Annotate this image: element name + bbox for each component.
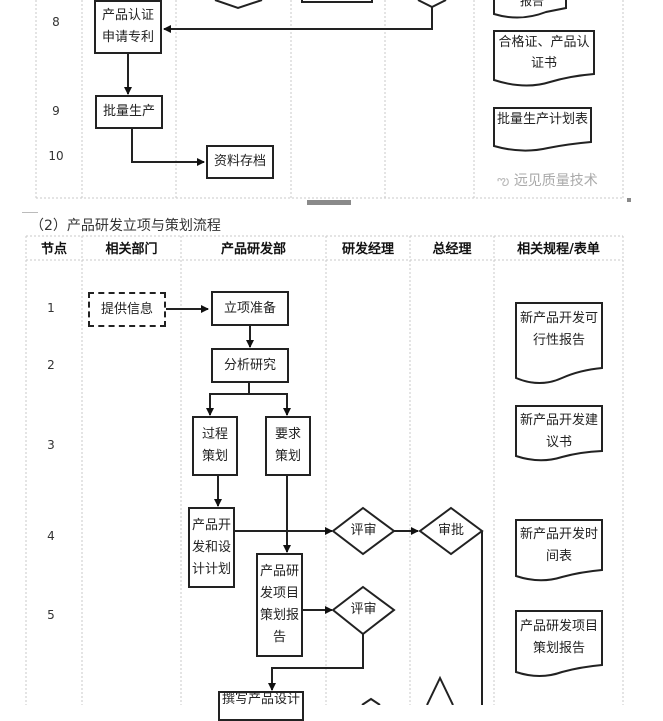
node-number: 4 bbox=[47, 529, 55, 543]
form-label: 新产品开发时 bbox=[519, 527, 598, 542]
header-node: 节点 bbox=[40, 242, 67, 257]
form-partial-label: 报告 bbox=[519, 0, 544, 8]
connector-review2-next bbox=[268, 634, 364, 691]
header-rd-dept: 产品研发部 bbox=[220, 242, 286, 257]
top-table-grid bbox=[35, 0, 624, 199]
step-label: 计计划 bbox=[191, 561, 231, 577]
node-number: 9 bbox=[52, 104, 60, 118]
step-archive: 资料存档 bbox=[206, 145, 274, 179]
header-related-dept: 相关部门 bbox=[105, 242, 158, 257]
step-label: 资料存档 bbox=[213, 154, 266, 169]
document-proposal bbox=[515, 405, 603, 462]
triangle-partial bbox=[426, 675, 454, 705]
node-number: 10 bbox=[48, 149, 64, 163]
connector-analysis-requirement bbox=[249, 393, 291, 416]
step-label: 批量生产 bbox=[102, 104, 155, 119]
decision-review-1 bbox=[331, 506, 396, 556]
form-label: 新产品开发建 bbox=[519, 413, 598, 428]
flowchart-canvas bbox=[25, 0, 624, 705]
step-analysis: 分析研究 bbox=[211, 348, 289, 383]
section-title: （2）产品研发立项与策划流程 bbox=[30, 218, 221, 234]
section2-table-grid bbox=[25, 235, 624, 705]
document-cert bbox=[493, 30, 595, 87]
decision-diamond-partial-2 bbox=[417, 0, 447, 9]
step-dev-design-plan: 产品开 发和设 计计划 bbox=[188, 507, 235, 588]
node-number: 1 bbox=[47, 301, 55, 315]
step-label: 产品开 bbox=[191, 517, 231, 533]
diamond-partial-bottom bbox=[361, 697, 381, 705]
scroll-handle[interactable] bbox=[307, 200, 351, 205]
step-label: 提供信息 bbox=[100, 301, 153, 317]
form-label: 行性报告 bbox=[532, 333, 585, 348]
process-box-partial bbox=[301, 0, 373, 3]
step-write-design-partial: 撰写产品设计 bbox=[218, 691, 304, 721]
watermark: ఌ 远见质量技术 bbox=[497, 170, 598, 192]
document-shape-partial bbox=[493, 0, 567, 19]
decision-approve bbox=[418, 506, 484, 556]
document-planning-report bbox=[515, 610, 603, 677]
step-label: 要求 bbox=[274, 427, 301, 442]
step-label: 产品研 bbox=[259, 564, 299, 579]
header-forms: 相关规程/表单 bbox=[517, 242, 600, 257]
document-batch-plan bbox=[493, 107, 592, 152]
form-label: 合格证、产品认 bbox=[498, 35, 590, 50]
step-requirement-plan: 要求 策划 bbox=[265, 416, 311, 476]
form-label: 策划报告 bbox=[532, 641, 585, 656]
resize-corner bbox=[627, 198, 631, 202]
form-label: 产品研发项目 bbox=[519, 619, 598, 634]
connector-analysis-process bbox=[206, 383, 250, 416]
step-label: 申请专利 bbox=[101, 30, 154, 45]
step-label: 策划 bbox=[201, 449, 228, 464]
step-cert-patent: 产品认证 申请专利 bbox=[94, 0, 162, 54]
document-feasibility bbox=[515, 302, 603, 384]
form-label: 间表 bbox=[545, 549, 572, 564]
form-label: 议书 bbox=[545, 435, 572, 450]
step-batch-production: 批量生产 bbox=[95, 95, 163, 129]
step-project-plan-report: 产品研 发项目 策划报 告 bbox=[256, 553, 303, 657]
step-process-plan: 过程 策划 bbox=[192, 416, 238, 476]
step-label: 分析研究 bbox=[223, 357, 276, 373]
step-label: 策划 bbox=[274, 449, 301, 464]
step-label: 立项准备 bbox=[223, 300, 276, 316]
connector-to-cert bbox=[163, 7, 433, 33]
step-label: 撰写产品设计 bbox=[221, 692, 300, 707]
decision-label: 评审 bbox=[350, 523, 377, 538]
form-label: 新产品开发可 bbox=[519, 311, 598, 326]
step-label: 告 bbox=[272, 630, 286, 645]
connector-batch-archive bbox=[131, 129, 205, 166]
header-rd-manager: 研发经理 bbox=[341, 242, 394, 257]
decision-diamond-partial bbox=[214, 0, 263, 10]
decision-label: 审批 bbox=[437, 523, 464, 538]
form-label: 证书 bbox=[530, 56, 557, 71]
decision-label: 评审 bbox=[350, 602, 377, 617]
header-general-manager: 总经理 bbox=[432, 242, 472, 257]
step-label: 过程 bbox=[201, 427, 228, 442]
step-label: 策划报 bbox=[259, 608, 299, 623]
step-project-prep: 立项准备 bbox=[211, 291, 289, 326]
step-provide-info: 提供信息 bbox=[88, 292, 166, 327]
document-timeline bbox=[515, 519, 603, 582]
node-number: 3 bbox=[47, 438, 55, 452]
step-label: 产品认证 bbox=[101, 8, 154, 23]
watermark-text: 远见质量技术 bbox=[513, 173, 598, 189]
node-number: 2 bbox=[47, 358, 55, 372]
form-label: 批量生产计划表 bbox=[496, 112, 588, 127]
node-number: 5 bbox=[47, 608, 55, 622]
section-divider bbox=[22, 212, 38, 213]
step-label: 发项目 bbox=[259, 586, 299, 601]
wechat-icon: ఌ bbox=[497, 173, 510, 189]
step-label: 发和设 bbox=[191, 539, 231, 555]
node-number: 8 bbox=[52, 15, 60, 29]
decision-review-2 bbox=[331, 585, 396, 636]
